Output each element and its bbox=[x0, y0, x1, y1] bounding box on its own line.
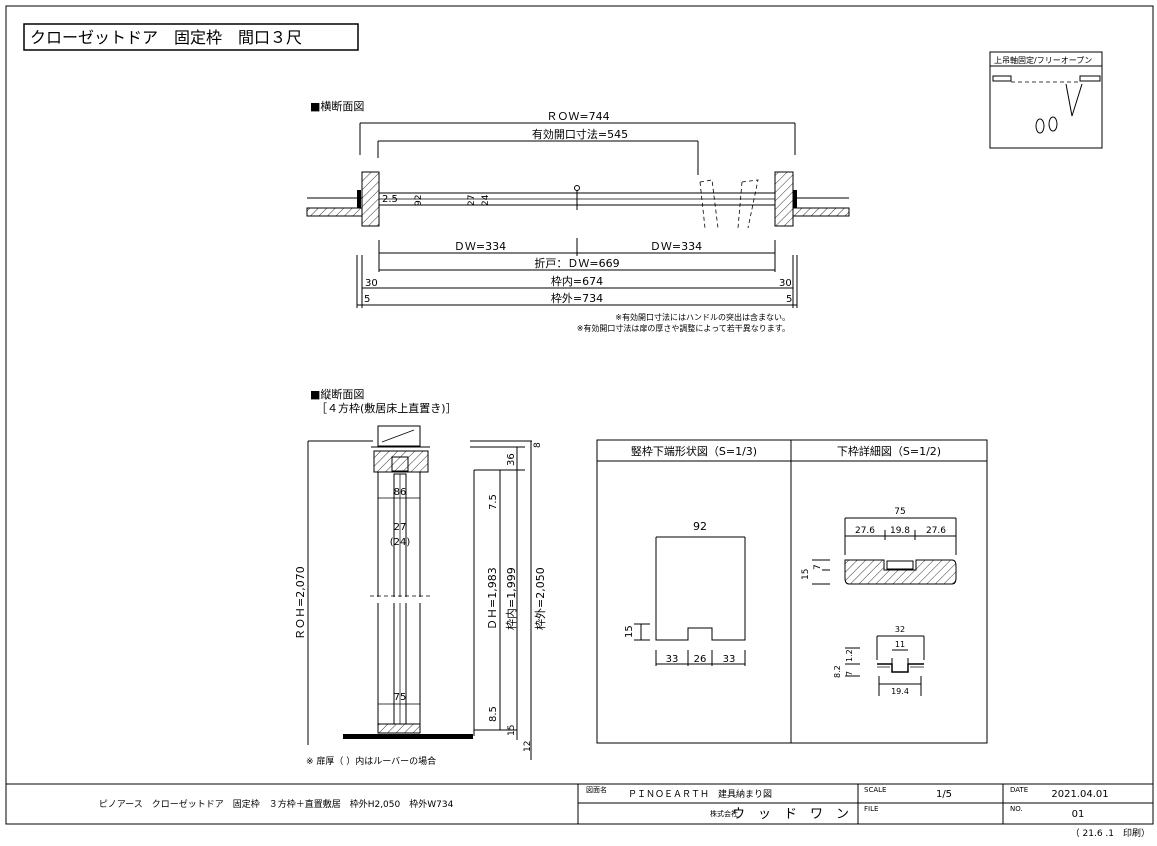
dim-24: 24 bbox=[481, 194, 491, 206]
dim-30-right: 30 bbox=[779, 278, 792, 289]
rail-dim-7: 7 bbox=[845, 671, 854, 676]
no-value: 01 bbox=[1072, 809, 1085, 820]
company-prefix: 株式会社 bbox=[710, 809, 738, 818]
sheet-border bbox=[5, 5, 1154, 825]
dim-15-vertical: 15 bbox=[507, 725, 517, 736]
page-title: クローゼットドア 固定枠 間口３尺 bbox=[30, 28, 302, 47]
sill-dim-19-8: 19.8 bbox=[890, 526, 910, 536]
stile-dim-15: 15 bbox=[624, 625, 635, 638]
stile-detail-title: 竪枠下端形状図（S=1/3) bbox=[631, 444, 757, 458]
floor-line bbox=[343, 734, 473, 739]
dim-92: 92 bbox=[414, 195, 424, 206]
sill-dim-7: 7 bbox=[813, 564, 823, 570]
dim-24-vertical: (24) bbox=[390, 537, 411, 548]
vertical-section-subheading: ［４方枠(敷居床上直置き)］ bbox=[316, 401, 457, 415]
fold-dw-dimension: 折戸：ＤＷ=669 bbox=[534, 256, 619, 270]
frame-outer-dimension: 枠外=734 bbox=[551, 291, 603, 305]
stile-dim-33-right: 33 bbox=[723, 654, 736, 665]
frame-inner-vertical: 枠内=1,999 bbox=[504, 567, 518, 630]
right-jamb bbox=[774, 171, 794, 227]
stile-dim-92: 92 bbox=[693, 520, 707, 533]
drawing-name: ＰＩＮＯＥＡＲＴＨ 建具納まり図 bbox=[628, 788, 772, 800]
pivot-icon bbox=[574, 185, 580, 191]
horizontal-section: ■横断面図 ＲＯＷ=744 有効開口寸法=545 2.5 92 2 bbox=[306, 99, 850, 333]
stile-dim-33-left: 33 bbox=[666, 654, 679, 665]
scale-label: SCALE bbox=[864, 786, 886, 794]
dim-8-5: 8.5 bbox=[488, 706, 499, 722]
row-dimension: ＲＯＷ=744 bbox=[546, 110, 609, 123]
dh-dimension: ＤＨ=1,983 bbox=[486, 567, 499, 630]
file-label: FILE bbox=[864, 805, 878, 813]
sill-dim-75: 75 bbox=[894, 507, 905, 517]
inset-label: 上吊軸固定/フリーオープン bbox=[994, 55, 1092, 65]
drawing-description: ピノアース クローゼットドア 固定枠 ３方枠＋直置敷居 枠外H2,050 枠外W… bbox=[99, 798, 454, 810]
title-block: ピノアース クローゼットドア 固定枠 ３方枠＋直置敷居 枠外H2,050 枠外W… bbox=[6, 783, 1153, 824]
dw-left-dimension: ＤＷ=334 bbox=[454, 240, 506, 253]
scale-value: 1/5 bbox=[936, 789, 952, 800]
stile-dim-26: 26 bbox=[694, 654, 707, 665]
dim-5-left: 5 bbox=[364, 294, 370, 305]
dim-75-vertical: 75 bbox=[394, 692, 407, 703]
vertical-section: ■縦断面図 ［４方枠(敷居床上直置き)］ ＲＯＨ=2,070 86 27 (24… bbox=[294, 387, 547, 767]
sill-dim-27-6-left: 27.6 bbox=[855, 526, 875, 536]
inset-diagram: 上吊軸固定/フリーオープン bbox=[989, 51, 1103, 149]
sill-dim-15: 15 bbox=[801, 569, 811, 580]
drawing-name-label: 図面名 bbox=[586, 785, 607, 794]
title-box bbox=[23, 23, 359, 51]
horizontal-section-heading: ■横断面図 bbox=[310, 99, 364, 113]
rail-dim-11: 11 bbox=[895, 640, 905, 649]
sill-detail-title: 下枠詳細図（S=1/2) bbox=[837, 444, 941, 458]
dim-12: 12 bbox=[523, 741, 533, 752]
dim-30-left: 30 bbox=[365, 278, 378, 289]
date-label: DATE bbox=[1010, 786, 1028, 794]
left-jamb bbox=[361, 171, 380, 227]
dim-7-5: 7.5 bbox=[488, 494, 499, 510]
print-note: （ 21.6 .1 印刷） bbox=[1071, 827, 1150, 839]
vertical-section-note: ※ 扉厚（ ）内はルーバーの場合 bbox=[306, 755, 436, 767]
rail-dim-32: 32 bbox=[895, 625, 905, 634]
sill-dim-27-6-right: 27.6 bbox=[926, 526, 946, 536]
effective-opening-dimension: 有効開口寸法=545 bbox=[532, 127, 628, 141]
footprint-icon bbox=[1035, 118, 1045, 134]
detail-box: 竪枠下端形状図（S=1/3) 下枠詳細図（S=1/2) 92 15 33 26 … bbox=[596, 439, 988, 744]
date-value: 2021.04.01 bbox=[1051, 789, 1108, 800]
company-name: ウ ッ ド ワ ン bbox=[732, 807, 849, 822]
dim-36: 36 bbox=[506, 453, 517, 466]
vertical-section-heading: ■縦断面図 bbox=[310, 387, 364, 401]
dim-86: 86 bbox=[394, 487, 407, 498]
rail-dim-1-2: 1.2 bbox=[845, 649, 854, 662]
dim-27-vertical: 27 bbox=[394, 522, 407, 533]
note-2: ※有効開口寸法は扉の厚さや調整によって若干異なります。 bbox=[577, 323, 790, 333]
frame-outer-vertical: 枠外=2,050 bbox=[533, 567, 547, 630]
rail-dim-19-4: 19.4 bbox=[891, 687, 909, 696]
dim-27: 27 bbox=[467, 195, 477, 206]
dw-right-dimension: ＤＷ=334 bbox=[650, 240, 702, 253]
footprint-icon bbox=[1048, 116, 1058, 132]
dim-8: 8 bbox=[533, 442, 543, 448]
no-label: NO. bbox=[1010, 805, 1023, 813]
roh-dimension: ＲＯＨ=2,070 bbox=[294, 566, 307, 640]
rail-dim-8-2: 8.2 bbox=[833, 665, 842, 678]
dim-2-5: 2.5 bbox=[382, 194, 398, 205]
note-1: ※有効開口寸法にはハンドルの突出は含まない。 bbox=[615, 312, 790, 322]
dim-5-right: 5 bbox=[786, 294, 792, 305]
frame-inner-dimension: 枠内=674 bbox=[551, 274, 603, 288]
